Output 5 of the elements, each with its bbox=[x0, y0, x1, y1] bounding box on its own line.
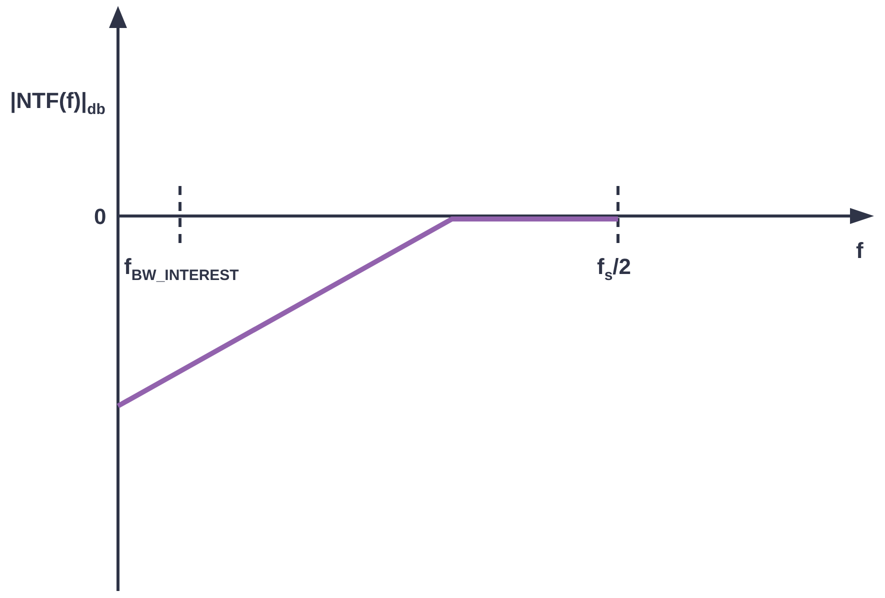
axis-label: |NTF(f)|$_{db}$ bbox=[10, 90, 106, 117]
tick-label: 0 bbox=[94, 206, 106, 228]
axis-label: f bbox=[856, 240, 864, 262]
tick-label: f$_{BW_INTEREST}$ bbox=[124, 256, 239, 283]
tick-label: f$_{s}$/2 bbox=[597, 256, 632, 283]
